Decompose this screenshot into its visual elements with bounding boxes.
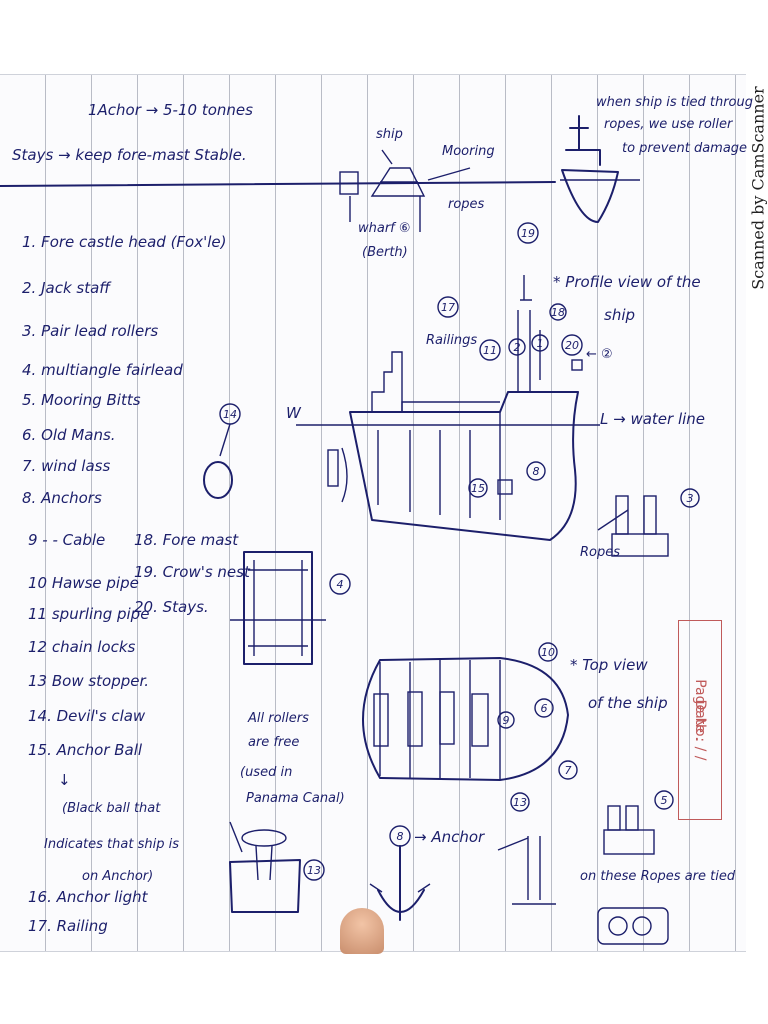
- top-view-num: 6: [541, 702, 548, 715]
- fairlead-note: All rollers: [247, 711, 309, 726]
- profile-num: 17: [441, 301, 455, 314]
- profile-num: 1: [537, 337, 544, 350]
- wharf-label: wharf ⑥: [358, 221, 411, 236]
- anchor-num: 8: [397, 830, 404, 843]
- legend-item: 7. wind lass: [22, 457, 110, 475]
- fingertip: [340, 908, 384, 954]
- legend-item: 11 spurling pipe: [28, 605, 149, 623]
- legend-item: 5. Mooring Bitts: [22, 391, 141, 409]
- top-view-title-line2: of the ship: [588, 694, 668, 712]
- ropes-label: Ropes: [580, 545, 620, 560]
- legend-note-line: Indicates that ship is: [44, 837, 179, 852]
- legend-item: 15. Anchor Ball: [28, 741, 143, 759]
- bitts-num: 5: [661, 794, 668, 807]
- top-view-num: 7: [565, 764, 572, 777]
- top-view-num: 9: [503, 714, 510, 727]
- top-view-num: 10: [541, 646, 555, 659]
- legend-item: 12 chain locks: [28, 638, 136, 656]
- legend-item: 2. Jack staff: [22, 279, 112, 297]
- profile-num: 15: [471, 482, 485, 495]
- multiangle-fairlead-sketch: 4 All rollers are free (used in Panama C…: [230, 551, 351, 806]
- fairlead-note: Panama Canal): [246, 791, 345, 806]
- profile-num: 11: [483, 344, 497, 357]
- bitts-note: on these Ropes are tied: [580, 869, 736, 884]
- notebook-page: [0, 74, 746, 952]
- legend-item: 9 - - Cable: [28, 531, 105, 549]
- water-line-label: L → water line: [600, 410, 705, 428]
- legend-note-line: (Black ball that: [62, 801, 161, 816]
- roller-note-line1: when ship is tied throug: [596, 95, 753, 110]
- profile-title-line1: * Profile view of the: [553, 273, 701, 291]
- legend-item: 19. Crow's nest: [134, 563, 251, 581]
- profile-num: 20: [565, 339, 579, 352]
- profile-title-line2: ship: [604, 306, 635, 324]
- legend-item: 18. Fore mast: [134, 531, 239, 549]
- anchor-label: → Anchor: [414, 828, 485, 846]
- profile-num: 8: [533, 465, 540, 478]
- pair-rollers-num: 3: [687, 492, 694, 505]
- profile-num: 18: [551, 306, 565, 319]
- date-label: Date : / /: [692, 699, 708, 761]
- mooring-bitts-sketch: 5 on these Ropes are tied: [580, 790, 736, 945]
- anchor-sketch: 8 → Anchor: [369, 825, 485, 921]
- devils-claw-num: 14: [223, 408, 237, 421]
- fairlead-num: 4: [337, 578, 344, 591]
- camscanner-watermark: Scanned by CamScanner: [748, 86, 768, 290]
- legend-note-line: on Anchor): [82, 869, 153, 884]
- berth-label: (Berth): [362, 245, 408, 260]
- legend-list: 1. Fore castle head (Fox'le) 2. Jack sta…: [22, 233, 251, 935]
- profile-num: 19: [521, 227, 535, 240]
- ship-label: ship: [376, 127, 403, 142]
- bow-stopper-num: 13: [307, 864, 321, 877]
- roller-note-line3: to prevent damage: [622, 141, 747, 156]
- legend-item: 10 Hawse pipe: [28, 574, 139, 592]
- top-view-title-line1: * Top view: [570, 656, 648, 674]
- ship-top-view-sketch: 10 6 9 7 13 * Top view of the ship: [362, 642, 668, 812]
- bow-stopper-sketch: 13: [229, 821, 325, 913]
- header-divider: [0, 181, 556, 187]
- windlass-sketch: [497, 836, 556, 905]
- railings-label: Railings: [426, 333, 477, 348]
- stays-note: Stays → keep fore-mast Stable.: [12, 146, 247, 164]
- legend-item: 4. multiangle fairlead: [22, 361, 183, 379]
- anchor-weight-note: 1Achor → 5-10 tonnes: [88, 101, 253, 119]
- top-view-num: 13: [513, 796, 527, 809]
- fairlead-note: (used in: [240, 765, 292, 780]
- page-number-box: Page No. Date : / /: [678, 620, 722, 820]
- devils-claw-sketch: 14: [203, 403, 241, 499]
- fairlead-note: are free: [248, 735, 299, 750]
- water-line-w: W: [286, 404, 302, 422]
- mooring-sketch: ship Mooring ropes wharf ⑥ (Berth): [339, 127, 495, 260]
- legend-item: 16. Anchor light: [28, 888, 149, 906]
- roller-note-line2: ropes, we use roller: [604, 117, 734, 132]
- legend-item: 14. Devil's claw: [28, 707, 146, 725]
- legend-item: 1. Fore castle head (Fox'le): [22, 233, 226, 251]
- legend-item: 6. Old Mans.: [22, 426, 116, 444]
- legend-item: 13 Bow stopper.: [28, 672, 149, 690]
- ship-profile-sketch: 19 17 18 11 2 1 20 8 15 Railings W L → w…: [286, 222, 705, 541]
- mooring-label: Mooring: [442, 144, 495, 159]
- legend-item: 3. Pair lead rollers: [22, 322, 158, 340]
- jack-staff-callout: ← ②: [586, 347, 613, 362]
- legend-item: 17. Railing: [28, 917, 108, 935]
- pair-lead-rollers-sketch: 3 Ropes: [580, 488, 700, 560]
- legend-item: 20. Stays.: [134, 598, 209, 616]
- ropes-label: ropes: [448, 197, 485, 212]
- legend-arrow: ↓: [58, 771, 71, 789]
- legend-item: 8. Anchors: [22, 489, 102, 507]
- profile-num: 2: [514, 341, 521, 354]
- roller-sketch: when ship is tied throug ropes, we use r…: [560, 95, 753, 223]
